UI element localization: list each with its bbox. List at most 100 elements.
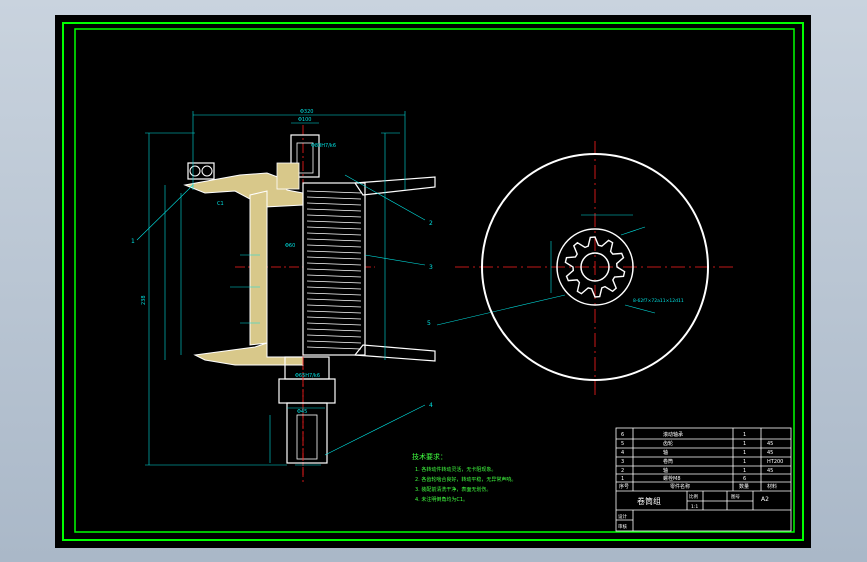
sheet-number: A2	[761, 496, 769, 503]
balloons: 1 2 3 4 5	[131, 220, 433, 409]
right-flange-top	[353, 176, 436, 196]
groove-line	[306, 232, 362, 236]
header-name: 零件名称	[670, 483, 690, 490]
tech-notes: 技术要求： 1. 各转动件转动灵活，无卡阻现象。 2. 各齿轮啮合良好，转动平稳…	[412, 452, 516, 503]
groove-line	[306, 256, 362, 260]
parts-cell-no: 2	[621, 468, 624, 474]
end-view-dims	[550, 214, 656, 314]
lower-flange	[193, 342, 304, 366]
groove-line	[306, 286, 362, 290]
scale-label: 比例	[689, 493, 698, 500]
parts-cell-qty: 6	[743, 476, 746, 482]
parts-cell-name: 滚动轴承	[663, 431, 683, 438]
parts-table	[615, 427, 792, 532]
parts-cell-name: 齿轮	[663, 440, 673, 447]
groove-line	[306, 202, 362, 206]
parts-cell-qty: 1	[743, 432, 746, 438]
groove-line	[306, 292, 362, 296]
groove-line	[306, 226, 362, 230]
tech-note-line-4: 4. 未注明倒角均为C1。	[415, 496, 468, 503]
spline-profile	[564, 236, 626, 298]
groove-line	[306, 328, 362, 332]
groove-line	[306, 238, 362, 242]
dim-height: 238	[141, 295, 147, 305]
groove-line	[306, 304, 362, 308]
end-view: 8-62f7×72a11×12d11	[455, 141, 733, 395]
dim-chamfer: C1	[217, 201, 224, 207]
groove-line	[306, 340, 362, 344]
groove-line	[306, 220, 362, 224]
groove-line	[306, 250, 362, 254]
groove-line	[306, 208, 362, 212]
parts-cell-no: 6	[621, 432, 624, 438]
balloon-2: 2	[429, 220, 433, 227]
lower-shaft-2	[286, 402, 328, 464]
lower-shaft-1	[278, 378, 336, 404]
parts-cell-no: 3	[621, 459, 624, 465]
header-material: 材料	[767, 483, 777, 490]
checker-label: 审核	[618, 523, 627, 530]
parts-cell-name: 轴	[663, 449, 668, 456]
dim-top-hub: Φ100	[298, 117, 311, 123]
parts-cell-name: 螺栓M8	[663, 475, 681, 482]
groove-line	[306, 322, 362, 326]
groove-line	[306, 196, 362, 200]
drum-grooves	[306, 190, 362, 350]
parts-cell-qty: 1	[743, 441, 746, 447]
tech-note-line-2: 2. 各齿轮啮合良好，转动平稳，无异常声响。	[415, 476, 516, 483]
top-hub	[290, 134, 320, 178]
parts-cell-no: 1	[621, 476, 624, 482]
dim-hub-fit: Φ80H7/k6	[311, 143, 336, 149]
cad-drawing: Φ320 Φ100 Φ80H7/k6 Φ60 238 Φ65H7/k6 Φ45 …	[62, 22, 804, 541]
bolt-circle-b	[201, 165, 213, 177]
dim-shaft: Φ45	[297, 409, 307, 415]
section-view: Φ320 Φ100 Φ80H7/k6 Φ60 238 Φ65H7/k6 Φ45 …	[131, 109, 566, 485]
tech-notes-title: 技术要求：	[412, 452, 447, 461]
parts-cell-material: 45	[767, 468, 773, 474]
balloon-3: 3	[429, 264, 433, 271]
groove-line	[306, 334, 362, 338]
tech-note-line-1: 1. 各转动件转动灵活，无卡阻现象。	[415, 466, 496, 473]
hub-circle	[556, 228, 634, 306]
parts-cell-name: 卷筒	[663, 458, 673, 465]
groove-line	[306, 346, 362, 350]
balloon-1: 1	[131, 238, 135, 245]
top-hub-inner	[296, 142, 314, 174]
hub-wall	[249, 190, 268, 346]
groove-line	[306, 268, 362, 272]
spline-gear	[564, 236, 626, 298]
drawing-name: 卷筒组	[637, 496, 661, 506]
groove-line	[306, 244, 362, 248]
parts-cell-qty: 1	[743, 468, 746, 474]
bore-circle	[580, 252, 610, 282]
lower-shaft-bore	[296, 414, 318, 460]
parts-cell-material: 45	[767, 441, 773, 447]
parts-cell-no: 4	[621, 450, 624, 456]
parts-cell-qty: 1	[743, 459, 746, 465]
parts-cell-name: 轴	[663, 467, 668, 474]
dim-top-overall: Φ320	[300, 109, 313, 115]
parts-cell-qty: 1	[743, 450, 746, 456]
parts-cell-material: HT200	[767, 459, 783, 465]
groove-line	[306, 298, 362, 302]
groove-line	[306, 274, 362, 278]
parts-cell-no: 5	[621, 441, 624, 447]
dim-gear-fit: Φ65H7/k6	[295, 373, 320, 379]
groove-line	[306, 214, 362, 218]
dimension-lines	[136, 111, 566, 466]
dim-bore: Φ60	[285, 243, 295, 249]
drawing-sheet: Φ320 Φ100 Φ80H7/k6 Φ60 238 Φ65H7/k6 Φ45 …	[55, 15, 811, 548]
groove-line	[306, 262, 362, 266]
balloon-4: 4	[429, 402, 433, 409]
spline-spec: 8-62f7×72a11×12d11	[633, 298, 684, 304]
groove-line	[306, 316, 362, 320]
parts-header: 序号 零件名称 数量 材料	[619, 483, 777, 490]
balloon-5: 5	[427, 320, 431, 327]
groove-line	[306, 190, 362, 194]
inner-border	[74, 28, 795, 533]
bolt-circle-a	[189, 165, 201, 177]
right-flange-bottom	[353, 344, 436, 362]
top-hub-fit-block	[276, 162, 300, 190]
title-block: 卷筒组 比例 1:1 图号 A2 设计 审核	[618, 493, 769, 530]
header-qty: 数量	[739, 483, 749, 490]
